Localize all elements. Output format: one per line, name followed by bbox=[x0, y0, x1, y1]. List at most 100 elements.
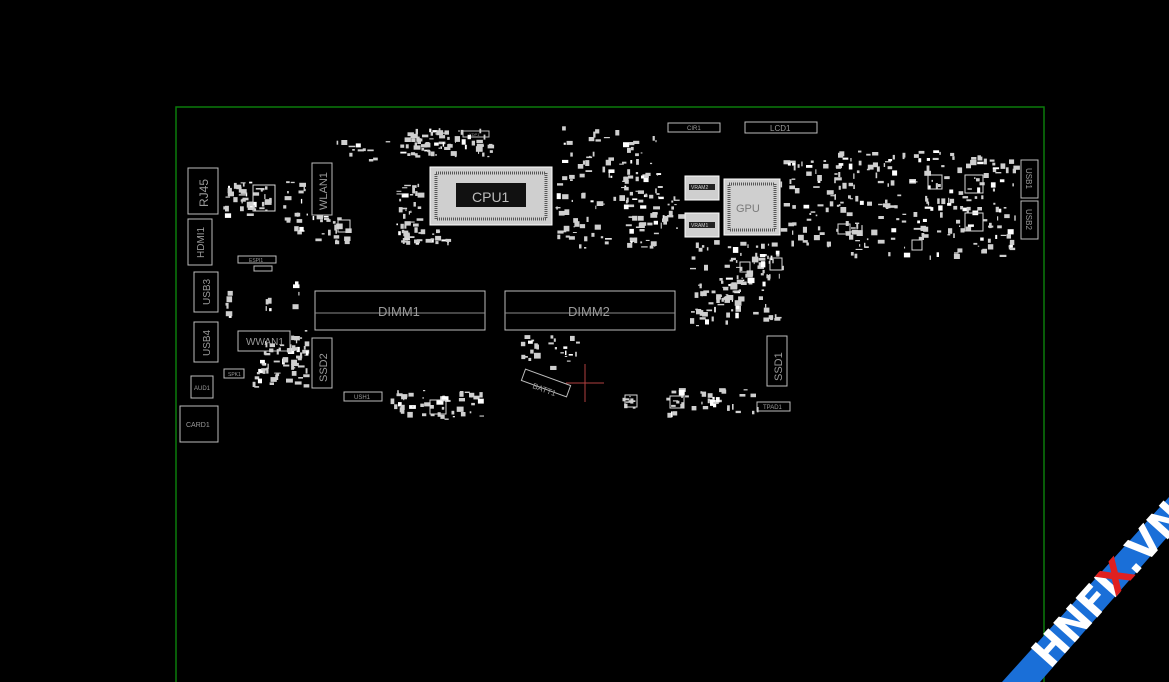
tpad-label: TPAD1 bbox=[763, 405, 783, 411]
smd-part bbox=[415, 191, 418, 196]
smd-part bbox=[590, 200, 594, 203]
spk-connector[interactable]: SPK1 bbox=[223, 368, 245, 379]
smd-part bbox=[412, 406, 414, 408]
usb1-connector[interactable]: USB1 bbox=[1020, 159, 1039, 199]
smd-part bbox=[241, 198, 243, 204]
espi-header[interactable]: ESPI1 bbox=[237, 255, 277, 272]
touchpad-connector[interactable]: TPAD1 bbox=[756, 401, 791, 412]
smd-part bbox=[404, 184, 411, 187]
smd-part bbox=[763, 317, 770, 322]
smd-part bbox=[303, 185, 305, 190]
rj45-connector[interactable]: RJ45 bbox=[187, 167, 219, 215]
smd-part bbox=[482, 152, 485, 157]
audio-label: AUD1 bbox=[194, 386, 211, 392]
smd-part bbox=[409, 194, 414, 196]
smd-part bbox=[298, 291, 300, 296]
smd-part bbox=[838, 204, 841, 207]
smd-part bbox=[283, 364, 290, 367]
wlan-slot[interactable]: WLAN1 bbox=[311, 162, 333, 216]
smd-part bbox=[579, 244, 582, 249]
smd-part bbox=[602, 166, 606, 173]
ssd2-slot[interactable]: SSD2 bbox=[311, 337, 333, 389]
smd-part bbox=[294, 336, 300, 341]
smd-part bbox=[430, 151, 435, 157]
smd-part bbox=[967, 188, 972, 190]
smd-part bbox=[632, 407, 636, 409]
smd-part bbox=[324, 217, 330, 221]
cpu-package[interactable]: CPU1 bbox=[429, 166, 553, 226]
usb2-connector[interactable]: USB2 bbox=[1020, 200, 1039, 240]
vram1-chip[interactable]: VRAM1 bbox=[684, 212, 720, 238]
smd-part bbox=[432, 130, 438, 133]
smd-part bbox=[400, 144, 405, 148]
smd-part bbox=[817, 204, 824, 207]
vram2-chip[interactable]: VRAM2 bbox=[684, 175, 720, 201]
smd-part bbox=[249, 181, 253, 184]
smd-part bbox=[635, 153, 639, 157]
smd-part bbox=[352, 149, 355, 151]
smd-part bbox=[739, 266, 743, 271]
smd-part bbox=[417, 183, 420, 188]
ssd1-slot[interactable]: SSD1 bbox=[766, 335, 788, 387]
usb3-connector[interactable]: USB3 bbox=[193, 271, 219, 313]
smd-part bbox=[988, 225, 994, 228]
smd-part bbox=[787, 162, 791, 166]
smd-part bbox=[410, 152, 416, 156]
smd-part bbox=[400, 411, 405, 414]
smd-part bbox=[713, 401, 719, 404]
smd-part bbox=[295, 281, 299, 287]
smd-part bbox=[487, 144, 495, 149]
smd-part bbox=[656, 174, 659, 176]
smd-part bbox=[579, 173, 585, 178]
smd-part bbox=[813, 186, 820, 188]
smd-part bbox=[634, 237, 638, 244]
smd-part bbox=[671, 411, 673, 418]
smd-part bbox=[753, 260, 755, 265]
smd-part bbox=[257, 378, 262, 384]
smd-part bbox=[962, 207, 968, 212]
smd-part bbox=[610, 175, 613, 178]
smd-part bbox=[933, 150, 940, 153]
smd-part bbox=[240, 206, 244, 212]
usb4-connector[interactable]: USB4 bbox=[193, 321, 219, 363]
smd-part bbox=[414, 153, 418, 156]
dimm2-slot[interactable]: DIMM2 bbox=[504, 290, 676, 331]
smd-part bbox=[859, 244, 861, 247]
smd-part bbox=[368, 159, 374, 162]
lcd-connector[interactable]: LCD1 bbox=[744, 121, 818, 134]
smd-part bbox=[913, 227, 921, 230]
hdmi-connector[interactable]: HDMI1 bbox=[187, 218, 213, 266]
smd-part bbox=[407, 411, 413, 418]
smd-part bbox=[926, 165, 930, 172]
cir-connector[interactable]: CIR1 bbox=[667, 122, 721, 133]
smd-part bbox=[992, 162, 996, 166]
smd-part bbox=[471, 140, 475, 146]
smd-part bbox=[348, 145, 356, 148]
smd-part bbox=[674, 204, 677, 206]
smd-part bbox=[531, 339, 535, 342]
smd-part bbox=[753, 311, 759, 315]
smd-part bbox=[953, 253, 960, 259]
smd-part bbox=[286, 378, 293, 383]
smd-part bbox=[630, 398, 634, 404]
gpu-package[interactable]: GPU bbox=[723, 178, 781, 236]
dimm1-slot[interactable]: DIMM1 bbox=[314, 290, 486, 331]
smd-part bbox=[336, 140, 339, 145]
smd-part bbox=[271, 380, 273, 382]
smd-part bbox=[997, 225, 1002, 229]
smd-part bbox=[413, 202, 416, 207]
smd-part bbox=[629, 191, 633, 196]
spk-label: SPK1 bbox=[228, 372, 241, 378]
smd-part bbox=[878, 203, 883, 206]
usb-header[interactable]: USH1 bbox=[343, 391, 383, 402]
smd-part bbox=[997, 216, 999, 221]
smd-part bbox=[783, 160, 791, 165]
audio-connector[interactable]: AUD1 bbox=[190, 375, 214, 399]
gpu-label: GPU bbox=[736, 203, 760, 215]
smd-part bbox=[258, 368, 264, 374]
smd-part bbox=[892, 154, 895, 160]
card-reader[interactable]: CARD1 bbox=[179, 405, 219, 443]
smd-part bbox=[625, 224, 632, 227]
smd-part bbox=[696, 309, 702, 315]
